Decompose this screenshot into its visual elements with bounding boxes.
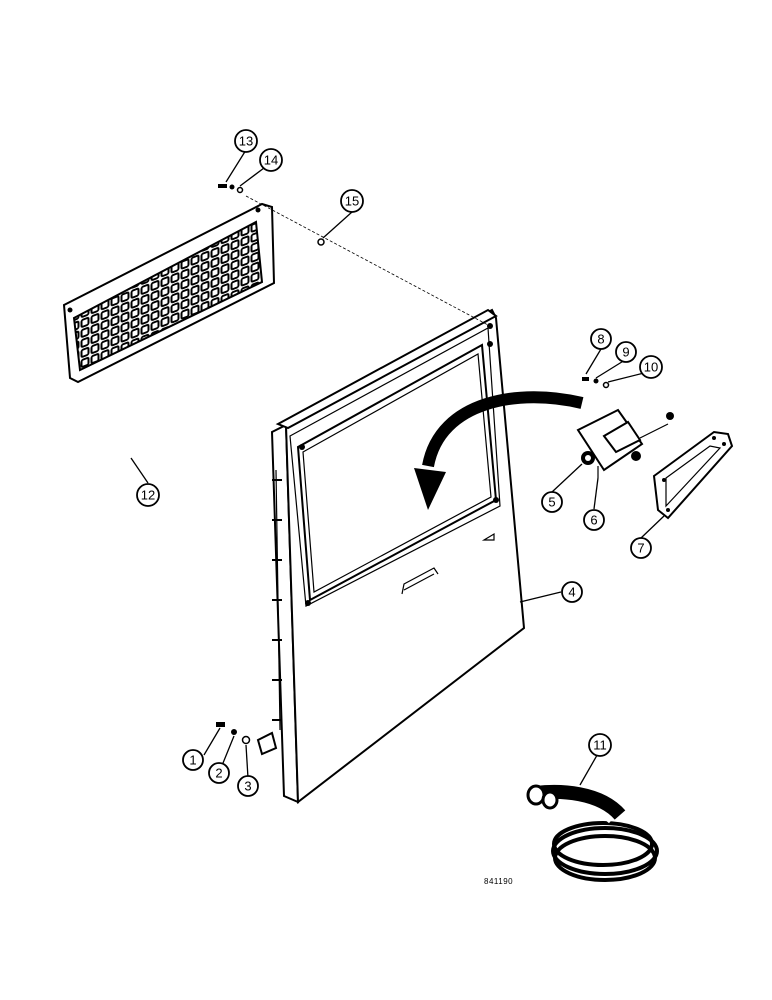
gasket-plate xyxy=(652,430,734,520)
callout-8: 8 xyxy=(590,328,612,350)
svg-text:1: 1 xyxy=(189,753,196,768)
svg-text:6: 6 xyxy=(590,513,597,528)
alignment-line xyxy=(245,195,489,326)
leader-lines xyxy=(130,149,665,786)
svg-text:7: 7 xyxy=(637,541,644,556)
callout-1: 1 xyxy=(182,749,204,771)
callout-9: 9 xyxy=(615,341,637,363)
callout-2: 2 xyxy=(208,762,230,784)
door-panel xyxy=(256,308,526,804)
hardware xyxy=(216,184,610,745)
figure-number: 841190 xyxy=(484,877,513,886)
svg-text:15: 15 xyxy=(345,194,359,209)
svg-text:9: 9 xyxy=(622,345,629,360)
svg-text:3: 3 xyxy=(244,779,251,794)
install-arrow xyxy=(414,391,584,510)
callout-11: 11 xyxy=(588,733,612,757)
callout-12: 12 xyxy=(136,483,160,507)
callout-6: 6 xyxy=(583,509,605,531)
latch-assembly xyxy=(576,408,674,478)
callout-14: 14 xyxy=(259,148,283,172)
callout-5: 5 xyxy=(541,491,563,513)
svg-text:2: 2 xyxy=(215,766,222,781)
callout-10: 10 xyxy=(639,355,663,379)
screen-grille xyxy=(62,202,276,384)
svg-text:10: 10 xyxy=(644,360,658,375)
svg-text:14: 14 xyxy=(264,153,278,168)
svg-text:12: 12 xyxy=(141,488,155,503)
svg-text:11: 11 xyxy=(593,738,607,753)
callout-3: 3 xyxy=(237,775,259,797)
svg-text:4: 4 xyxy=(568,585,575,600)
callout-13: 13 xyxy=(234,129,258,153)
svg-text:8: 8 xyxy=(597,332,604,347)
callout-15: 15 xyxy=(340,189,364,213)
seal-coil xyxy=(526,784,659,882)
svg-text:5: 5 xyxy=(548,495,555,510)
svg-text:13: 13 xyxy=(239,134,253,149)
callout-7: 7 xyxy=(630,537,652,559)
callout-4: 4 xyxy=(561,581,583,603)
